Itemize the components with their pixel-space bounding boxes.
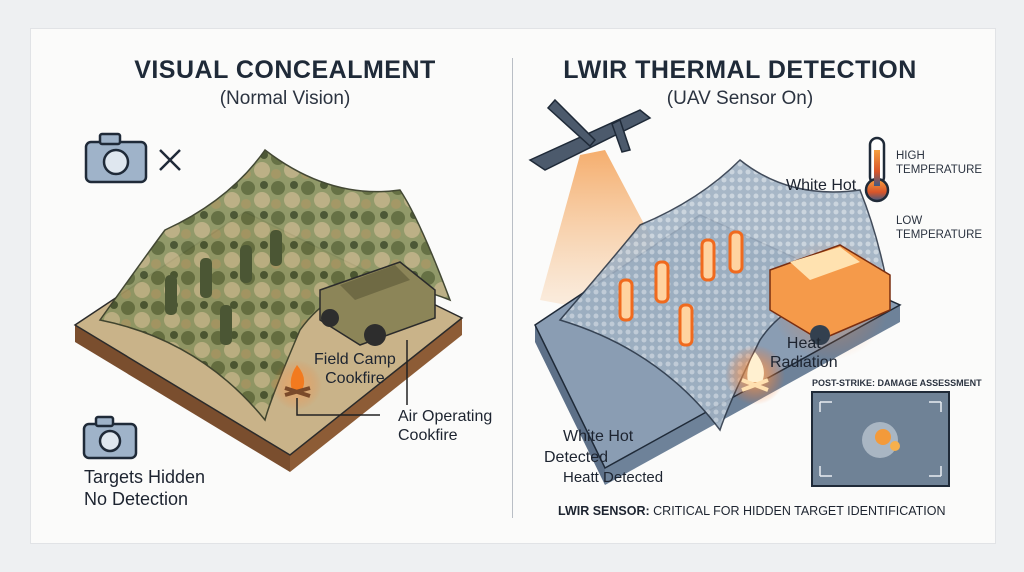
label-line: LOW <box>896 215 923 227</box>
uav-drone-icon <box>528 98 652 171</box>
right-subtitle: (UAV Sensor On) <box>666 88 814 109</box>
heat-detected-label: Heatt Detected <box>563 469 664 486</box>
campfire-icon <box>272 360 322 410</box>
damage-assessment-image <box>811 391 950 487</box>
detected-label: Detected <box>544 449 609 466</box>
white-hot-detected-label: White Hot <box>563 428 634 445</box>
thermal-vehicle <box>769 240 891 360</box>
white-hot-label: White Hot <box>786 177 857 194</box>
footer-bold: LWIR SENSOR: <box>558 504 650 518</box>
right-title: LWIR THERMAL DETECTION <box>563 56 917 84</box>
status-line: No Detection <box>84 488 189 509</box>
label-line: Cookfire <box>398 427 458 445</box>
cross-icon <box>159 149 181 171</box>
left-title: VISUAL CONCEALMENT <box>134 56 436 84</box>
label-line: Field Camp <box>314 351 396 368</box>
left-status-text: Targets Hidden No Detection <box>84 467 205 510</box>
camera-small-icon <box>82 415 138 460</box>
label-line: TEMPERATURE <box>896 163 983 176</box>
panel-divider <box>512 58 513 518</box>
camouflage-net <box>98 148 452 422</box>
label-line: Radiation <box>770 354 838 372</box>
jeep-vehicle <box>319 261 436 346</box>
thermal-soldiers <box>618 230 744 347</box>
status-line: Targets Hidden <box>84 467 206 487</box>
label-line: Cookfire <box>325 370 385 388</box>
field-camp-cookfire-label: Field Camp Cookfire <box>314 350 396 388</box>
lwir-footer: LWIR SENSOR: CRITICAL FOR HIDDEN TARGET … <box>558 504 946 519</box>
camera-icon <box>84 132 148 184</box>
label-line: Air Operating <box>398 408 493 425</box>
footer-text: CRITICAL FOR HIDDEN TARGET IDENTIFICATIO… <box>649 504 946 518</box>
low-temperature-label: LOW TEMPERATURE <box>896 215 982 243</box>
damage-assessment-title: POST-STRIKE: DAMAGE ASSESSMENT <box>812 378 982 388</box>
thermometer-icon <box>864 136 890 203</box>
soldiers-hidden <box>165 230 282 345</box>
left-subtitle: (Normal Vision) <box>219 88 351 109</box>
air-operating-cookfire-label: Air Operating Cookfire <box>398 407 492 445</box>
thermal-fire-icon <box>725 345 785 405</box>
heat-radiation-label: Heat Radiation <box>770 334 838 372</box>
thermal-net <box>558 158 891 432</box>
label-line: TEMPERATURE <box>896 228 983 241</box>
callout-lines <box>296 340 408 416</box>
label-line: HIGH <box>896 150 925 162</box>
label-line: Heat <box>786 335 821 352</box>
high-temperature-label: HIGH TEMPERATURE <box>896 150 982 178</box>
